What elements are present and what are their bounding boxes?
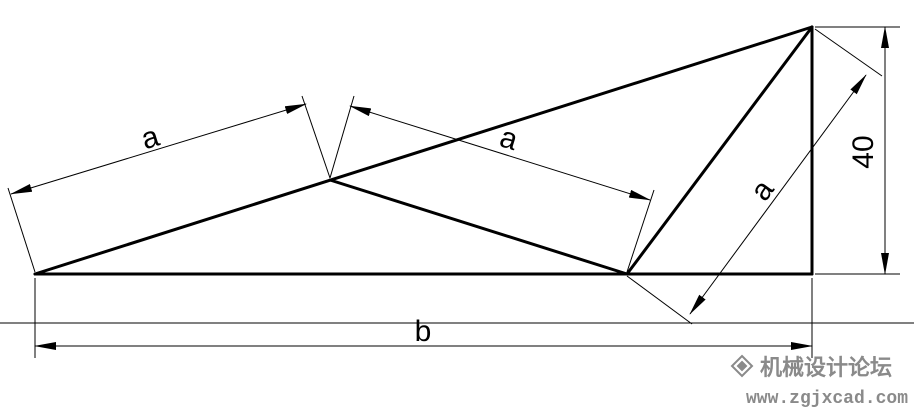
diamond-logo-icon: [730, 354, 754, 378]
web-member-right: [625, 25, 814, 276]
a1-extension-left: [7, 187, 36, 273]
a1-extension-right: [301, 95, 331, 179]
watermark: 机械设计论坛 www.zgjxcad.com: [730, 354, 908, 409]
a2-extension-left: [329, 95, 355, 179]
dimension-lines: [0, 26, 914, 358]
a-label-right-diagonal: a: [744, 174, 781, 207]
base-label: b: [415, 315, 432, 348]
a3-dimension-line: [689, 74, 867, 315]
watermark-url: www.zgjxcad.com: [746, 389, 908, 409]
a2-dimension-line: [349, 105, 651, 201]
a3-extension-top: [814, 28, 883, 77]
a-label-top-left: a: [137, 120, 163, 157]
height-label: 40: [847, 135, 880, 168]
a2-extension-right: [626, 189, 655, 273]
watermark-title: 机械设计论坛: [760, 355, 892, 381]
web-member-lower: [328, 178, 629, 276]
a1-dimension-line: [10, 103, 307, 195]
a3-extension-bottom: [626, 275, 693, 325]
